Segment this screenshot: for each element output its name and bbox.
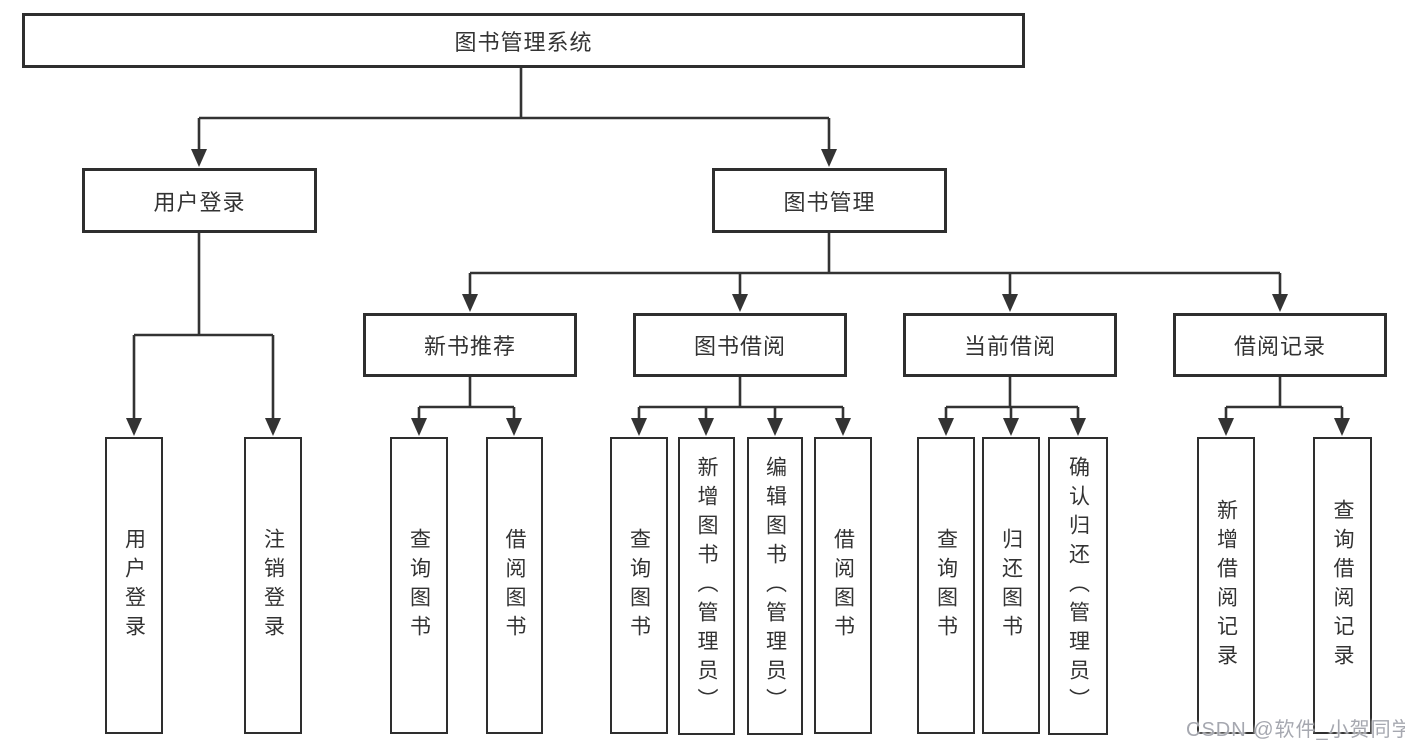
node-book-borrow-label: 图书借阅 [693,334,786,359]
leaf-confirm-return-admin: 确认归还（管理员） [1048,437,1108,735]
leaf-current-query-book-label: 查询图书 [934,527,958,644]
node-current-borrow-label: 当前借阅 [963,334,1056,359]
node-current-borrow: 当前借阅 [903,313,1117,377]
leaf-current-query-book: 查询图书 [917,437,975,734]
node-root-system: 图书管理系统 [22,13,1025,68]
leaf-add-book-admin: 新增图书（管理员） [678,437,735,735]
leaf-return-book-label: 归还图书 [999,527,1023,644]
leaf-edit-book-admin: 编辑图书（管理员） [747,437,803,735]
leaf-edit-book-admin-label: 编辑图书（管理员） [763,455,787,717]
node-borrow-records-label: 借阅记录 [1233,334,1326,359]
node-book-management-branch-label: 图书管理 [783,189,876,215]
csdn-watermark: CSDN @软件_小贺同学 [1186,719,1405,741]
leaf-borrow-query-book-label: 查询图书 [627,527,651,644]
node-new-book-recommend-label: 新书推荐 [423,334,516,359]
leaf-query-borrow-record: 查询借阅记录 [1313,437,1372,734]
leaf-borrow-borrow-book: 借阅图书 [814,437,872,734]
node-book-borrow: 图书借阅 [633,313,847,377]
node-user-login-branch: 用户登录 [82,168,317,233]
leaf-return-book: 归还图书 [982,437,1040,734]
node-new-book-recommend: 新书推荐 [363,313,577,377]
leaf-borrow-query-book: 查询图书 [610,437,668,734]
leaf-recommend-query-book: 查询图书 [390,437,448,734]
leaf-confirm-return-admin-label: 确认归还（管理员） [1066,455,1090,717]
leaf-user-login: 用户登录 [105,437,163,734]
arrowheads [126,149,1350,436]
node-borrow-records: 借阅记录 [1173,313,1387,377]
leaf-add-borrow-record-label: 新增借阅记录 [1214,498,1238,673]
node-book-management-branch: 图书管理 [712,168,947,233]
leaf-add-borrow-record: 新增借阅记录 [1197,437,1255,734]
leaf-borrow-borrow-book-label: 借阅图书 [831,527,855,644]
leaf-logout: 注销登录 [244,437,302,734]
leaf-user-login-label: 用户登录 [122,527,146,644]
leaf-recommend-query-book-label: 查询图书 [407,527,431,644]
leaf-recommend-borrow-book: 借阅图书 [486,437,543,734]
leaf-add-book-admin-label: 新增图书（管理员） [695,455,718,717]
node-root-system-label: 图书管理系统 [454,29,593,55]
node-user-login-branch-label: 用户登录 [153,189,246,215]
leaf-recommend-borrow-book-label: 借阅图书 [503,527,526,644]
leaf-logout-label: 注销登录 [261,527,285,644]
leaf-query-borrow-record-label: 查询借阅记录 [1331,498,1354,673]
